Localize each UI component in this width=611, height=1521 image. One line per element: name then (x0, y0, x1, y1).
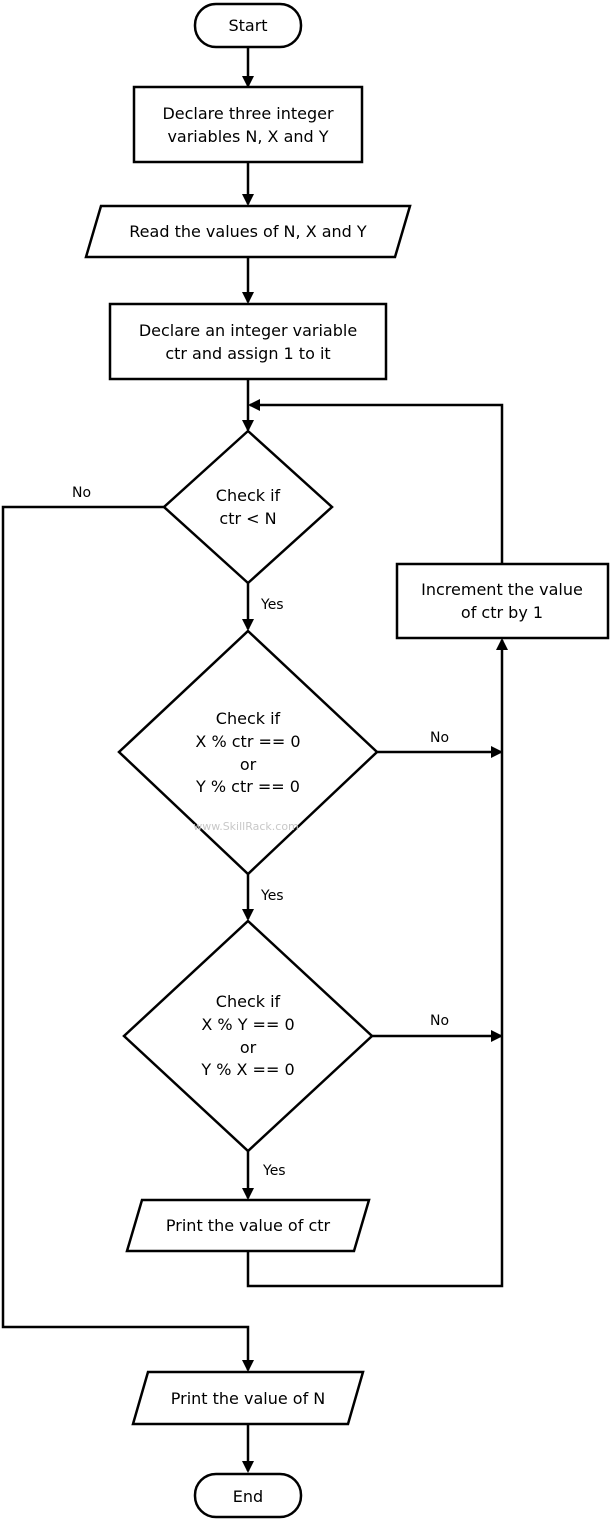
check-mod-xy-line-4: Y % X == 0 (200, 1060, 294, 1079)
declare-variables-line-1: Declare three integer (162, 104, 333, 123)
label-check-mod-ctr-yes: Yes (260, 888, 284, 904)
node-check-mod-ctr: Check if X % ctr == 0 or Y % ctr == 0 ww… (117, 629, 379, 876)
print-ctr-parallelogram (125, 1198, 371, 1253)
node-check-ctr: Check if ctr < N (162, 429, 334, 585)
node-check-mod-xy: Check if X % Y == 0 or Y % X == 0 (122, 919, 374, 1153)
print-n-parallelogram (131, 1370, 365, 1426)
print-ctr-label: Print the value of ctr (166, 1216, 331, 1235)
declare-variables-line-2: variables N, X and Y (167, 127, 328, 146)
increment-line-1: Increment the value (421, 580, 583, 599)
increment-box (395, 562, 610, 640)
label-check-ctr-yes: Yes (260, 597, 284, 613)
label-check-mod-xy-no: No (430, 1013, 449, 1029)
check-ctr-line-2: ctr < N (219, 509, 276, 528)
watermark: www.SkillRack.com (193, 820, 299, 833)
edge-check-ctr-no (1, 505, 254, 1372)
node-print-n: Print the value of N (131, 1370, 365, 1426)
print-n-label: Print the value of N (171, 1389, 326, 1408)
check-mod-xy-line-2: X % Y == 0 (201, 1015, 294, 1034)
edge-print-ctr-to-increment (246, 638, 508, 1288)
declare-ctr-line-1: Declare an integer variable (139, 321, 357, 340)
node-increment: Increment the value of ctr by 1 (395, 562, 610, 640)
declare-ctr-line-2: ctr and assign 1 to it (165, 344, 330, 363)
edge-loop-back (248, 399, 504, 563)
label-check-mod-ctr-no: No (430, 730, 449, 746)
declare-variables-box (132, 85, 364, 164)
declare-ctr-box (108, 302, 388, 381)
node-read-values: Read the values of N, X and Y (84, 204, 412, 259)
start-label: Start (228, 16, 267, 35)
node-declare-ctr: Declare an integer variable ctr and assi… (108, 302, 388, 381)
connectors (1, 48, 508, 1473)
label-check-mod-xy-yes: Yes (262, 1163, 286, 1179)
node-print-ctr: Print the value of ctr (125, 1198, 371, 1253)
check-mod-ctr-line-4: Y % ctr == 0 (195, 777, 300, 796)
check-mod-xy-diamond (122, 919, 374, 1153)
node-start: Start (193, 2, 303, 49)
start-terminal (193, 2, 303, 49)
label-check-ctr-no: No (72, 485, 91, 501)
read-values-parallelogram (84, 204, 412, 259)
node-end: End (193, 1472, 303, 1519)
check-mod-ctr-diamond (117, 629, 379, 876)
read-values-label: Read the values of N, X and Y (129, 222, 367, 241)
node-declare-variables: Declare three integer variables N, X and… (132, 85, 364, 164)
check-mod-xy-line-1: Check if (216, 992, 281, 1011)
check-ctr-diamond (162, 429, 334, 585)
check-mod-ctr-line-1: Check if (216, 709, 281, 728)
check-mod-ctr-line-2: X % ctr == 0 (195, 732, 300, 751)
increment-line-2: of ctr by 1 (461, 603, 543, 622)
check-mod-xy-line-3: or (240, 1038, 257, 1057)
end-terminal (193, 1472, 303, 1519)
end-label: End (233, 1487, 263, 1506)
check-mod-ctr-line-3: or (240, 755, 257, 774)
edge-labels: No Yes No Yes No Yes (72, 485, 449, 1179)
check-ctr-line-1: Check if (216, 486, 281, 505)
